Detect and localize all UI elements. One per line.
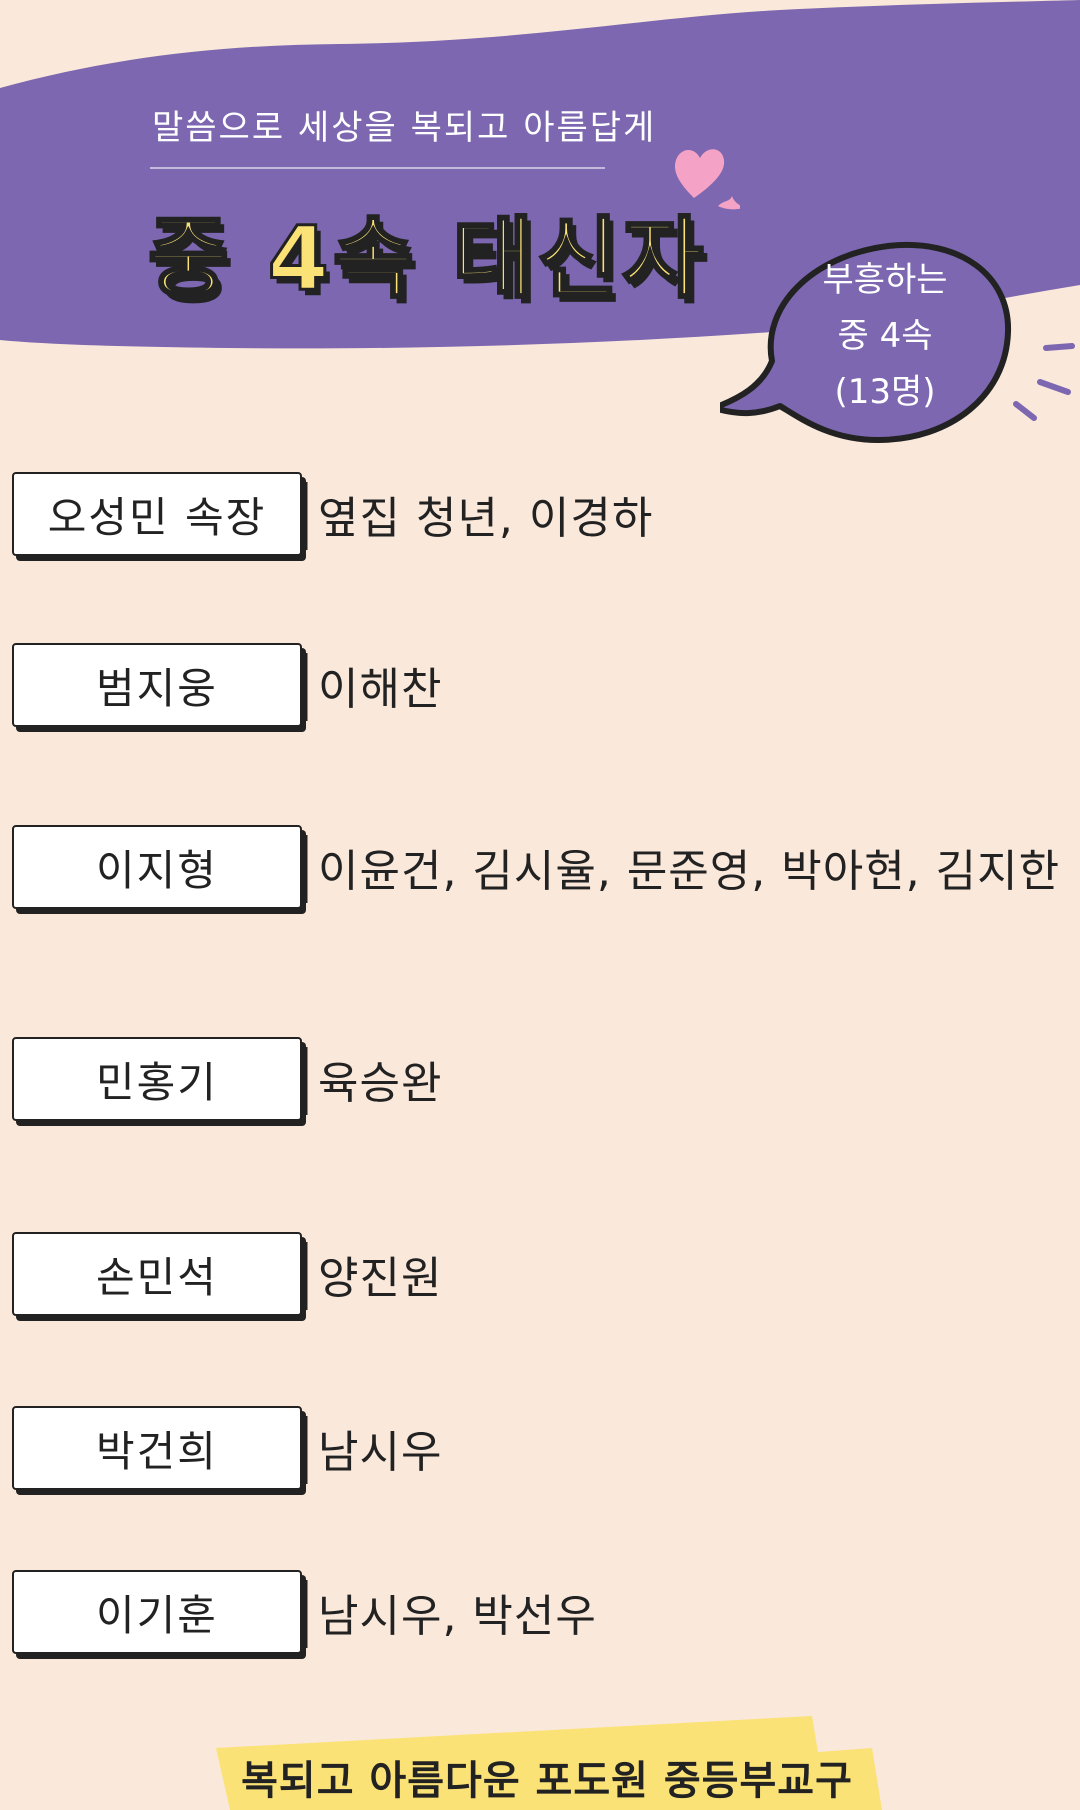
leader-name: 범지웅	[96, 663, 218, 713]
leader-label-box: 박건희	[12, 1406, 302, 1490]
list-item: 손민석 양진원	[0, 1232, 1080, 1332]
leader-label-box: 이기훈	[12, 1570, 302, 1654]
leader-name: 이기훈	[96, 1590, 218, 1640]
member-names: 이해찬	[318, 664, 443, 715]
speech-bubble	[720, 241, 1012, 443]
member-names: 옆집 청년, 이경하	[318, 493, 654, 544]
leader-label-box: 오성민 속장	[12, 472, 302, 556]
bubble-line: 부흥하는	[822, 260, 948, 300]
box-edge-mark	[302, 480, 310, 552]
box-edge-mark	[302, 1414, 310, 1486]
member-names: 육승완	[318, 1058, 443, 1109]
footer-text: 복되고 아름다운 포도원 중등부교구	[241, 1758, 853, 1804]
box-edge-mark	[302, 1240, 310, 1312]
leader-label-box: 이지형	[12, 825, 302, 909]
footer-highlight	[216, 1716, 882, 1810]
leader-name: 손민석	[96, 1252, 218, 1302]
accent-dashes-icon	[1013, 343, 1075, 421]
leader-name: 오성민 속장	[47, 492, 267, 542]
bubble-line: (13명)	[834, 372, 936, 412]
tagline-divider	[150, 167, 605, 169]
member-names: 남시우	[318, 1427, 443, 1478]
member-names: 남시우, 박선우	[318, 1591, 597, 1642]
list-item: 오성민 속장 옆집 청년, 이경하	[0, 472, 1080, 572]
list-item: 이지형 이윤건, 김시율, 문준영, 박아현, 김지한	[0, 825, 1080, 925]
leader-name: 민홍기	[96, 1057, 218, 1107]
leader-name: 이지형	[96, 845, 218, 895]
bubble-line: 중 4속	[837, 316, 933, 356]
member-names: 양진원	[318, 1253, 443, 1304]
list-item: 이기훈 남시우, 박선우	[0, 1570, 1080, 1670]
leader-label-box: 손민석	[12, 1232, 302, 1316]
list-item: 범지웅 이해찬	[0, 643, 1080, 743]
leader-name: 박건희	[96, 1426, 218, 1476]
list-item: 민홍기 육승완	[0, 1037, 1080, 1137]
member-names: 이윤건, 김시율, 문준영, 박아현, 김지한	[318, 846, 1061, 897]
list-item: 박건희 남시우	[0, 1406, 1080, 1506]
box-edge-mark	[302, 1045, 310, 1117]
header-background	[0, 0, 1080, 349]
heart-icon	[674, 149, 740, 210]
leader-label-box: 민홍기	[12, 1037, 302, 1121]
leader-label-box: 범지웅	[12, 643, 302, 727]
page-title: 중 4속 태신자	[146, 206, 708, 312]
bubble-text: 부흥하는 중 4속 (13명)	[775, 252, 995, 420]
box-edge-mark	[302, 833, 310, 905]
box-edge-mark	[302, 1578, 310, 1650]
header-tagline: 말씀으로 세상을 복되고 아름답게	[152, 108, 657, 148]
box-edge-mark	[302, 651, 310, 723]
